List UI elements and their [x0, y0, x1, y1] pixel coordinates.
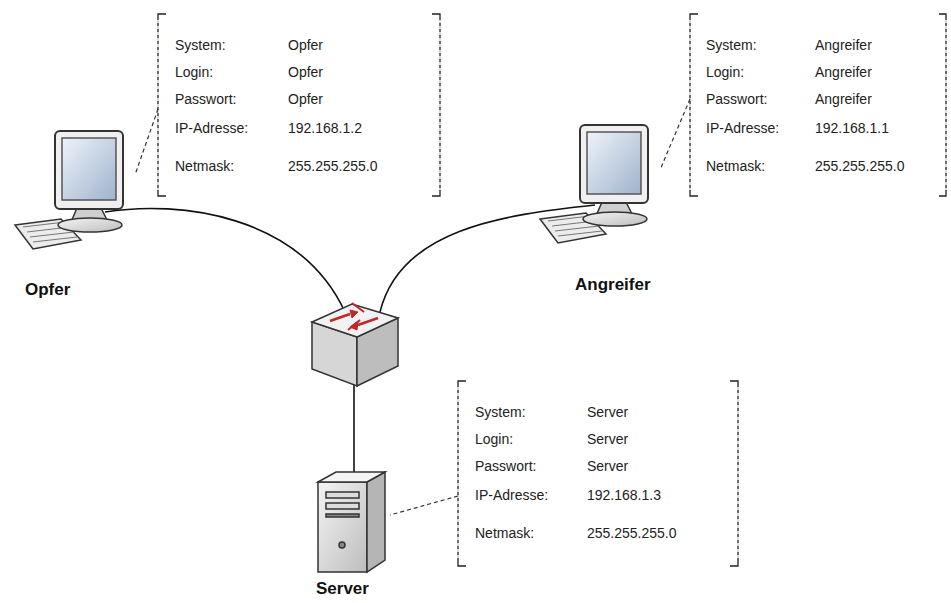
leader-line	[135, 109, 158, 175]
computer-icon	[540, 125, 648, 243]
info-text: Login:	[475, 431, 513, 448]
node-label: Server	[316, 579, 369, 599]
info-text: Netmask:	[475, 525, 534, 542]
computer-node: Opfer	[10, 125, 135, 305]
cable	[105, 208, 345, 312]
info-text: 192.168.1.1	[815, 120, 889, 137]
bracket-dash	[158, 20, 946, 560]
info-text: Server	[587, 404, 628, 421]
cables	[105, 205, 595, 472]
info-text: Passwort:	[475, 458, 536, 475]
info-text: System:	[175, 37, 226, 54]
info-box: System:OpferLogin:OpferPasswort:OpferIP-…	[158, 14, 440, 196]
cable	[353, 384, 355, 472]
computer-node: Angreifer	[535, 120, 660, 298]
info-text: 255.255.255.0	[815, 158, 905, 175]
bracket	[158, 14, 946, 566]
info-text: Login:	[175, 64, 213, 81]
info-text: System:	[475, 404, 526, 421]
node-label: Opfer	[25, 280, 70, 300]
info-text: Netmask:	[175, 158, 234, 175]
info-text: Login:	[706, 64, 744, 81]
info-text: Netmask:	[706, 158, 765, 175]
info-box: System:AngreiferLogin:AngreiferPasswort:…	[690, 14, 946, 196]
leader-line	[390, 496, 458, 515]
info-text: Angreifer	[815, 91, 872, 108]
info-text: 192.168.1.3	[587, 487, 661, 504]
info-text: IP-Adresse:	[175, 120, 248, 137]
info-text: Passwort:	[175, 91, 236, 108]
switch-symbol	[312, 303, 398, 386]
info-text: IP-Adresse:	[706, 120, 779, 137]
info-text: Angreifer	[815, 64, 872, 81]
info-text: IP-Adresse:	[475, 487, 548, 504]
info-box: System:ServerLogin:ServerPasswort:Server…	[458, 381, 738, 566]
computer-icon	[15, 131, 123, 249]
info-text: 255.255.255.0	[288, 158, 378, 175]
node-label: Angreifer	[575, 275, 651, 295]
info-text: Opfer	[288, 64, 323, 81]
server-symbol	[318, 472, 385, 572]
leader-line	[660, 99, 690, 170]
computer-node: Server	[310, 465, 390, 600]
info-text: Server	[587, 431, 628, 448]
info-text: 255.255.255.0	[587, 525, 677, 542]
info-text: 192.168.1.2	[288, 120, 362, 137]
info-text: Passwort:	[706, 91, 767, 108]
info-text: Server	[587, 458, 628, 475]
info-text: Opfer	[288, 91, 323, 108]
info-text: System:	[706, 37, 757, 54]
info-text: Opfer	[288, 37, 323, 54]
info-text: Angreifer	[815, 37, 872, 54]
